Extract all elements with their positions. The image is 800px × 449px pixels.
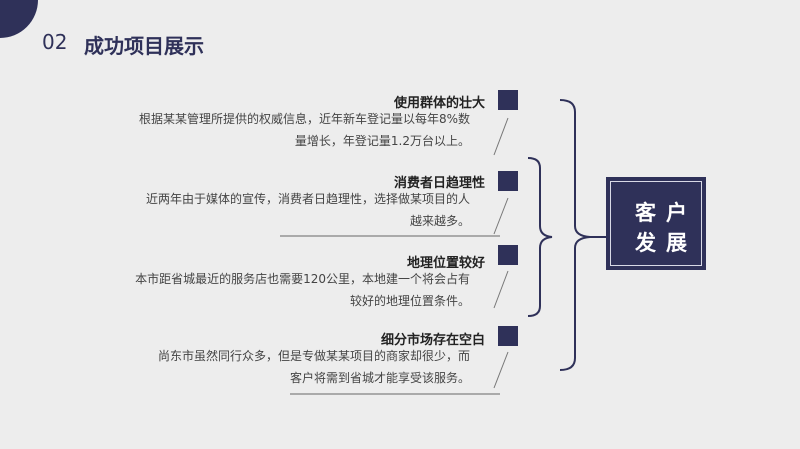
item-desc-line: 较好的地理位置条件。 [349, 294, 470, 308]
customer-box-line-2: 发展 [635, 231, 697, 255]
tick-line [493, 270, 509, 309]
tick-line [493, 117, 509, 156]
item-title-2: 消费者日趋理性 [393, 176, 485, 191]
item-title-3: 地理位置较好 [406, 256, 485, 271]
item-desc-line: 量增长，年登记量1.2万台以上。 [294, 134, 470, 148]
item-desc-1: 根据某某管理所提供的权威信息，近年新车登记量以每年8%数 量增长，年登记量1.2… [90, 108, 470, 152]
item-desc-line: 根据某某管理所提供的权威信息，近年新车登记量以每年8%数 [138, 112, 470, 126]
item-desc-line: 本市距省城最近的服务店也需要120公里，本地建一个将会占有 [135, 272, 470, 286]
section-number: 02 [42, 30, 68, 54]
customer-box-inner-border [610, 181, 702, 266]
item-desc-4: 尚东市虽然同行众多，但是专做某某项目的商家却很少，而 客户将需到省城才能享受该服… [90, 345, 470, 389]
bullet-square-4 [498, 326, 518, 346]
item-desc-3: 本市距省城最近的服务店也需要120公里，本地建一个将会占有 较好的地理位置条件。 [90, 268, 470, 312]
inner-brace [527, 157, 553, 317]
item-desc-line: 近两年由于媒体的宣传，消费者日趋理性，选择做某项目的人 [145, 192, 470, 206]
item-desc-line: 客户将需到省城才能享受该服务。 [289, 371, 470, 385]
bullet-square-2 [498, 171, 518, 191]
item-desc-2: 近两年由于媒体的宣传，消费者日趋理性，选择做某项目的人 越来越多。 [90, 188, 470, 232]
tick-line [493, 197, 509, 235]
customer-box-line-1: 客户 [635, 201, 697, 225]
page-title: 成功项目展示 [84, 34, 204, 58]
item-title-4: 细分市场存在空白 [380, 333, 485, 348]
bullet-square-3 [498, 245, 518, 265]
item-desc-line: 尚东市虽然同行众多，但是专做某某项目的商家却很少，而 [157, 349, 470, 363]
customer-development-box: 客户 发展 [606, 177, 706, 270]
outer-brace [559, 99, 591, 371]
tick-line [493, 351, 509, 389]
bullet-square-1 [498, 90, 518, 110]
item-title-1: 使用群体的壮大 [393, 96, 485, 111]
item-desc-line: 越来越多。 [409, 214, 470, 228]
